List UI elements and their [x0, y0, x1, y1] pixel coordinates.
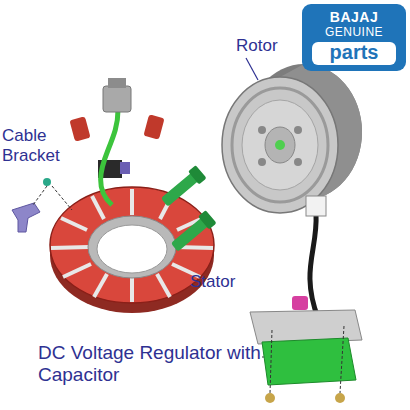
cable-bracket — [12, 178, 72, 232]
leader-line — [246, 58, 258, 80]
voltage-regulator — [250, 196, 362, 403]
part-name: Cable Bracket — [2, 126, 74, 165]
part-name: Rotor — [236, 36, 306, 56]
part-name: DC Voltage Regulator with Capacitor — [38, 342, 274, 386]
brand-text: parts — [312, 42, 396, 65]
brand-logo: BAJAJGENUINE parts — [302, 4, 406, 71]
rotor — [222, 64, 362, 213]
part-name: Stator — [190, 272, 260, 292]
brand-text: GENUINE — [306, 25, 402, 39]
stator — [50, 187, 214, 313]
brand-text: BAJAJ — [306, 9, 402, 25]
stator-wiring — [69, 78, 216, 254]
